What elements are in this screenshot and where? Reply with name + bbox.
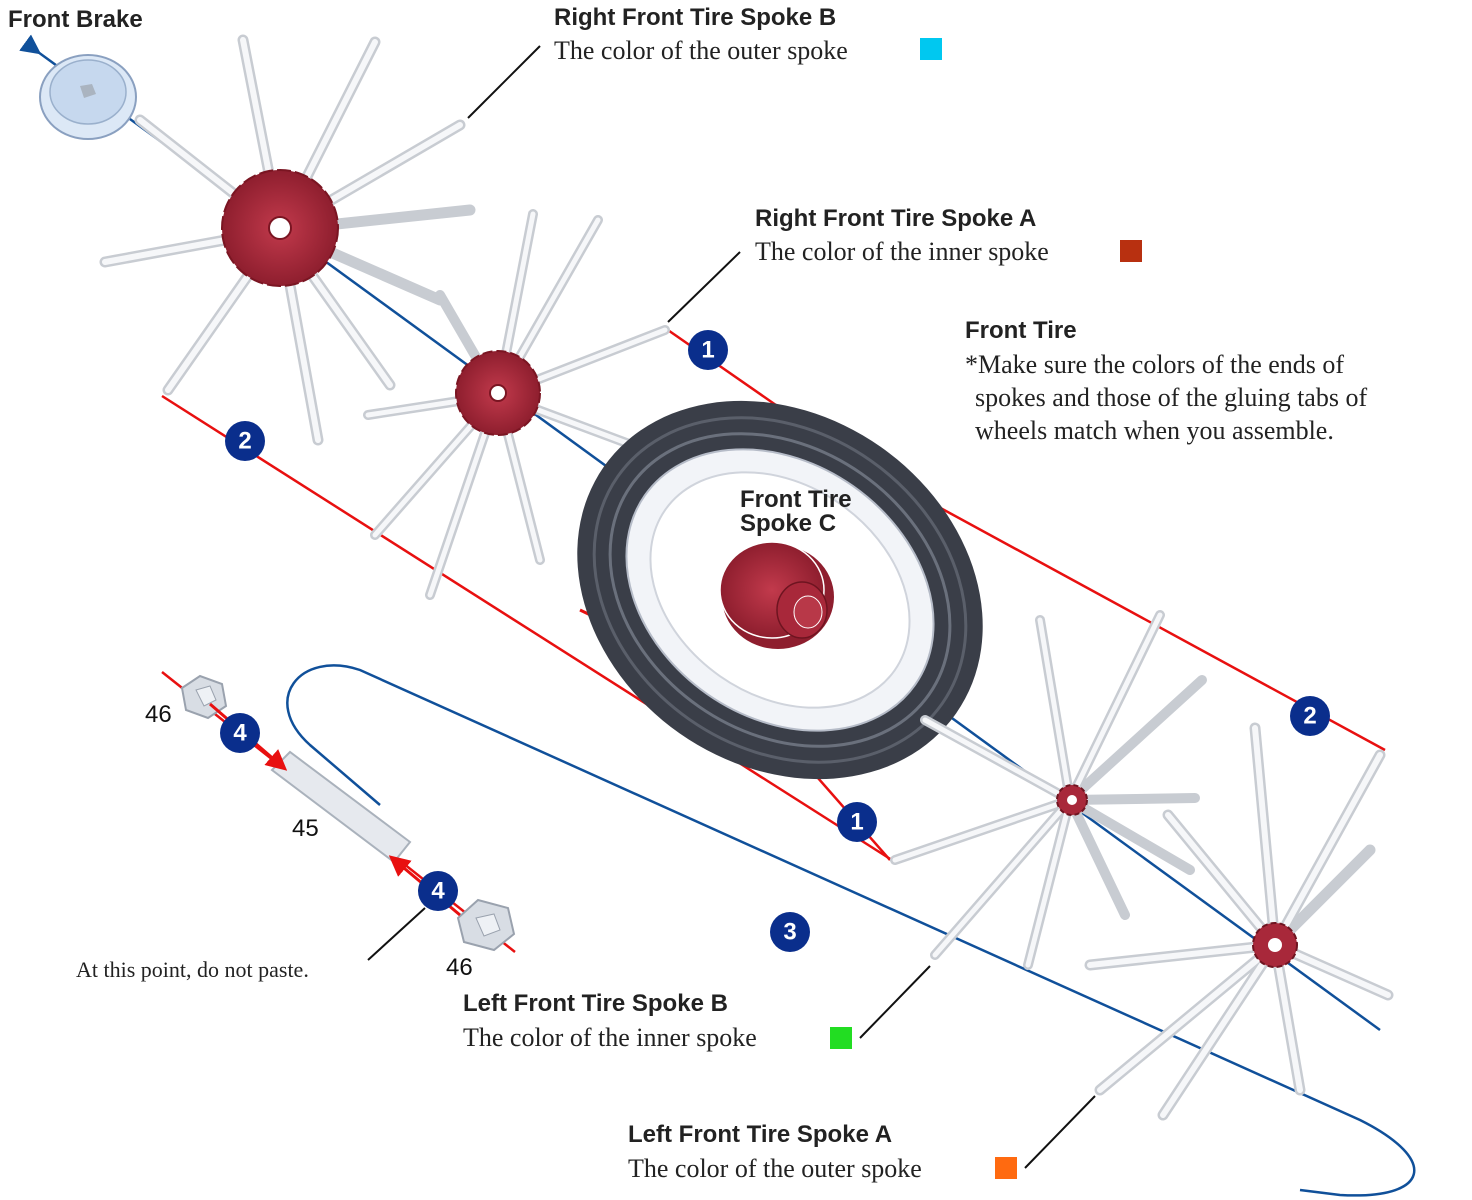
guide-loop-3 — [286, 664, 1416, 1197]
step-badge-2-right: 2 — [1290, 696, 1330, 736]
step-badge-4-bottom: 4 — [418, 871, 458, 911]
left-spoke-a-hub — [1252, 922, 1298, 968]
label-part-46-top: 46 — [145, 701, 172, 728]
label-right-spoke-a-desc: The color of the inner spoke — [755, 237, 1049, 266]
step-badge-1-bottom: 1 — [837, 802, 877, 842]
label-front-brake: Front Brake — [8, 6, 143, 33]
left-spoke-b-hub — [1056, 784, 1088, 816]
front-tire-spoke-c-part — [719, 541, 834, 649]
label-spoke-c-line2: Spoke C — [740, 510, 836, 537]
step-badge-3: 3 — [770, 912, 810, 952]
label-left-spoke-b-title: Left Front Tire Spoke B — [463, 990, 728, 1017]
svg-text:1: 1 — [701, 337, 714, 364]
label-front-tire-note-2: spokes and those of the gluing tabs of — [975, 383, 1367, 412]
part-46-bottom — [456, 898, 516, 952]
swatch-outer-spoke-right — [920, 38, 942, 60]
svg-text:2: 2 — [238, 428, 251, 455]
label-left-spoke-a-desc: The color of the outer spoke — [628, 1154, 922, 1183]
step-badge-2-left: 2 — [225, 421, 265, 461]
svg-text:4: 4 — [233, 720, 247, 747]
swatch-inner-spoke-left — [830, 1027, 852, 1049]
leader-left-spoke-b — [859, 965, 931, 1039]
label-spoke-c-line1: Front Tire — [740, 486, 852, 513]
leader-right-spoke-b — [467, 45, 541, 119]
label-front-tire-note-3: wheels match when you assemble. — [975, 416, 1334, 445]
part-45 — [270, 750, 412, 864]
right-spoke-a-hub — [455, 350, 541, 436]
leader-left-spoke-a — [1024, 1095, 1096, 1169]
step-badge-1-top: 1 — [688, 330, 728, 370]
svg-text:2: 2 — [1303, 703, 1316, 730]
label-front-tire-title: Front Tire — [965, 317, 1077, 344]
svg-text:4: 4 — [431, 878, 445, 905]
step-badge-4-top: 4 — [220, 713, 260, 753]
right-spoke-b-hub — [221, 169, 339, 287]
label-part-46-bottom: 46 — [446, 954, 473, 981]
label-left-spoke-b-desc: The color of the inner spoke — [463, 1023, 757, 1052]
label-do-not-paste: At this point, do not paste. — [76, 957, 309, 982]
leader-do-not-paste — [367, 907, 426, 961]
left-spoke-a-part — [1084, 722, 1394, 1121]
label-part-45: 45 — [292, 815, 319, 842]
svg-text:1: 1 — [850, 809, 863, 836]
label-front-tire-note-1: *Make sure the colors of the ends of — [965, 350, 1344, 379]
front-brake-part — [39, 54, 137, 140]
leader-right-spoke-a — [667, 251, 741, 323]
swatch-outer-spoke-left — [995, 1157, 1017, 1179]
label-left-spoke-a-title: Left Front Tire Spoke A — [628, 1121, 892, 1148]
label-right-spoke-b-desc: The color of the outer spoke — [554, 36, 848, 65]
swatch-inner-spoke-right — [1120, 240, 1142, 262]
label-right-spoke-a-title: Right Front Tire Spoke A — [755, 205, 1036, 232]
guide-line-2-left — [161, 394, 896, 864]
svg-text:3: 3 — [783, 919, 796, 946]
label-right-spoke-b-title: Right Front Tire Spoke B — [554, 4, 836, 31]
